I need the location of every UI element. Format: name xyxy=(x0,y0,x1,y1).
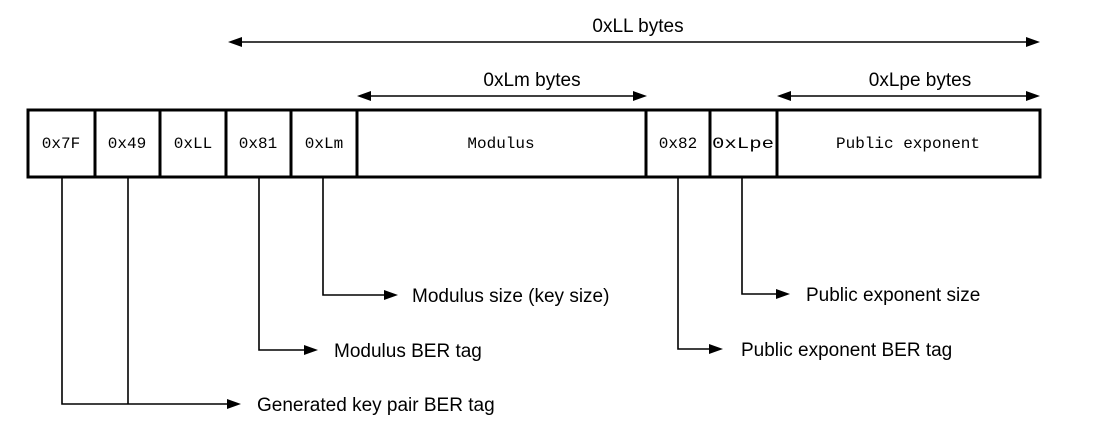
callout-modulus-size: Modulus size (key size) xyxy=(322,177,609,307)
callout-keypair-tag: Generated key pair BER tag xyxy=(61,177,495,416)
field-label-7f: 0x7F xyxy=(42,135,80,153)
field-box-7f xyxy=(26,108,97,179)
callout-exponent-size: Public exponent size xyxy=(741,177,980,306)
callout-exponent-tag-label: Public exponent BER tag xyxy=(741,340,952,361)
field-box-lm xyxy=(289,108,359,179)
callout-modulus-size-label: Modulus size (key size) xyxy=(412,286,609,307)
span-modulus-label: 0xLm bytes xyxy=(483,70,580,91)
span-total: 0xLL bytes xyxy=(228,16,1040,47)
field-label-public-exponent: Public exponent xyxy=(836,135,980,153)
span-exponent: 0xLpe bytes xyxy=(777,70,1040,101)
callout-exponent-tag: Public exponent BER tag xyxy=(677,177,952,361)
field-box-public-exponent xyxy=(775,108,1042,179)
field-box-modulus xyxy=(355,108,648,179)
field-box-lpe xyxy=(708,108,779,179)
callout-exponent-size-label: Public exponent size xyxy=(806,285,980,306)
field-box-49 xyxy=(93,108,162,179)
field-label-ll: 0xLL xyxy=(174,135,212,153)
span-exponent-label: 0xLpe bytes xyxy=(869,70,971,91)
callout-modulus-tag: Modulus BER tag xyxy=(258,177,482,362)
field-label-81: 0x81 xyxy=(239,135,277,153)
callout-modulus-tag-label: Modulus BER tag xyxy=(334,341,482,362)
field-box-ll xyxy=(158,108,228,179)
field-label-lpe: 0xLpe xyxy=(712,135,774,153)
field-row: 0x7F 0x49 0xLL 0x81 0xLm Modulus 0x82 0x… xyxy=(26,108,1042,179)
field-label-modulus: Modulus xyxy=(467,135,534,153)
field-label-49: 0x49 xyxy=(108,135,146,153)
field-label-lm: 0xLm xyxy=(305,135,343,153)
span-modulus: 0xLm bytes xyxy=(357,70,647,101)
span-total-label: 0xLL bytes xyxy=(592,16,683,37)
field-label-82: 0x82 xyxy=(659,135,697,153)
callout-keypair-tag-label: Generated key pair BER tag xyxy=(257,395,495,416)
